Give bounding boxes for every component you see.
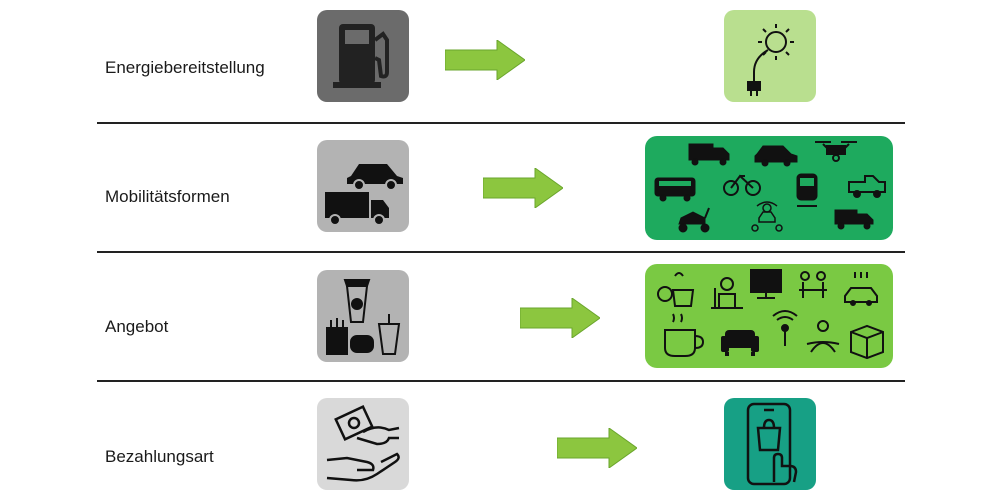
mobility-icons-grid [645,136,893,240]
delivery-truck-icon [834,209,874,230]
car-truck-icon [317,140,409,232]
row-divider [97,122,905,124]
wifi-signal-icon [772,310,798,346]
transition-arrow [557,428,637,468]
row-label-energy: Energiebereitstellung [105,58,265,77]
bicycle-icon [723,174,761,196]
ride-sharing-icon [751,201,783,232]
drone-icon [815,141,857,162]
solar-plug-icon [724,10,816,102]
pickup-truck-icon [848,175,886,198]
armchair-icon [721,330,759,356]
car-icon [754,145,798,167]
truck-icon [688,143,730,166]
row-label-payment: Bezahlungsart [105,447,214,466]
monitor-icon [750,269,782,299]
transition-arrow [445,40,525,80]
coffee-cup-icon [664,313,705,357]
bus-icon [654,177,696,202]
services-icons-grid [645,264,893,368]
transition-arrow [520,298,600,338]
cash-handover-icon [317,398,409,490]
fuel-pump-icon [317,10,409,102]
transition-arrow [483,168,563,208]
fast-food-icon [317,270,409,362]
row-divider [97,380,905,382]
mobile-payment-icon [724,398,816,490]
chef-icon [711,277,743,309]
package-icon [850,324,884,360]
row-label-mobility: Mobilitätsformen [105,187,230,206]
car-wash-icon [844,272,878,306]
groceries-icon [657,272,695,307]
train-icon [796,173,818,207]
row-divider [97,251,905,253]
meeting-icon [799,271,827,298]
row-label-offer: Angebot [105,317,169,336]
relaxation-icon [806,320,840,353]
scooter-icon [678,207,710,233]
